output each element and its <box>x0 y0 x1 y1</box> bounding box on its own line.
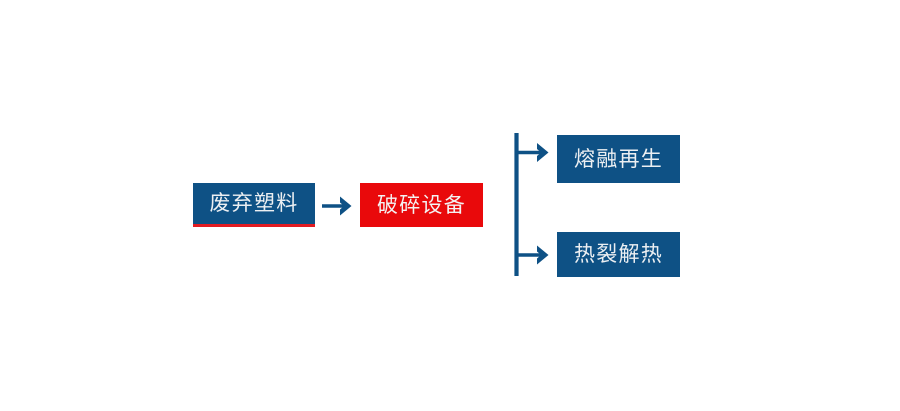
node-crushing-equipment[interactable]: 破碎设备 <box>360 183 483 227</box>
node-pyrolysis[interactable]: 热裂解热 <box>557 232 680 277</box>
node-waste-plastic[interactable]: 废弃塑料 <box>193 183 315 227</box>
arrow-right-icon <box>322 196 352 216</box>
node-melt-regeneration[interactable]: 熔融再生 <box>557 135 680 183</box>
arrow-source-to-crusher <box>318 188 360 224</box>
node-pyrolysis-label: 热裂解热 <box>573 242 664 266</box>
node-melt-regeneration-label: 熔融再生 <box>573 146 664 171</box>
node-crushing-equipment-label: 破碎设备 <box>376 192 467 217</box>
node-waste-plastic-label: 废弃塑料 <box>209 190 299 215</box>
